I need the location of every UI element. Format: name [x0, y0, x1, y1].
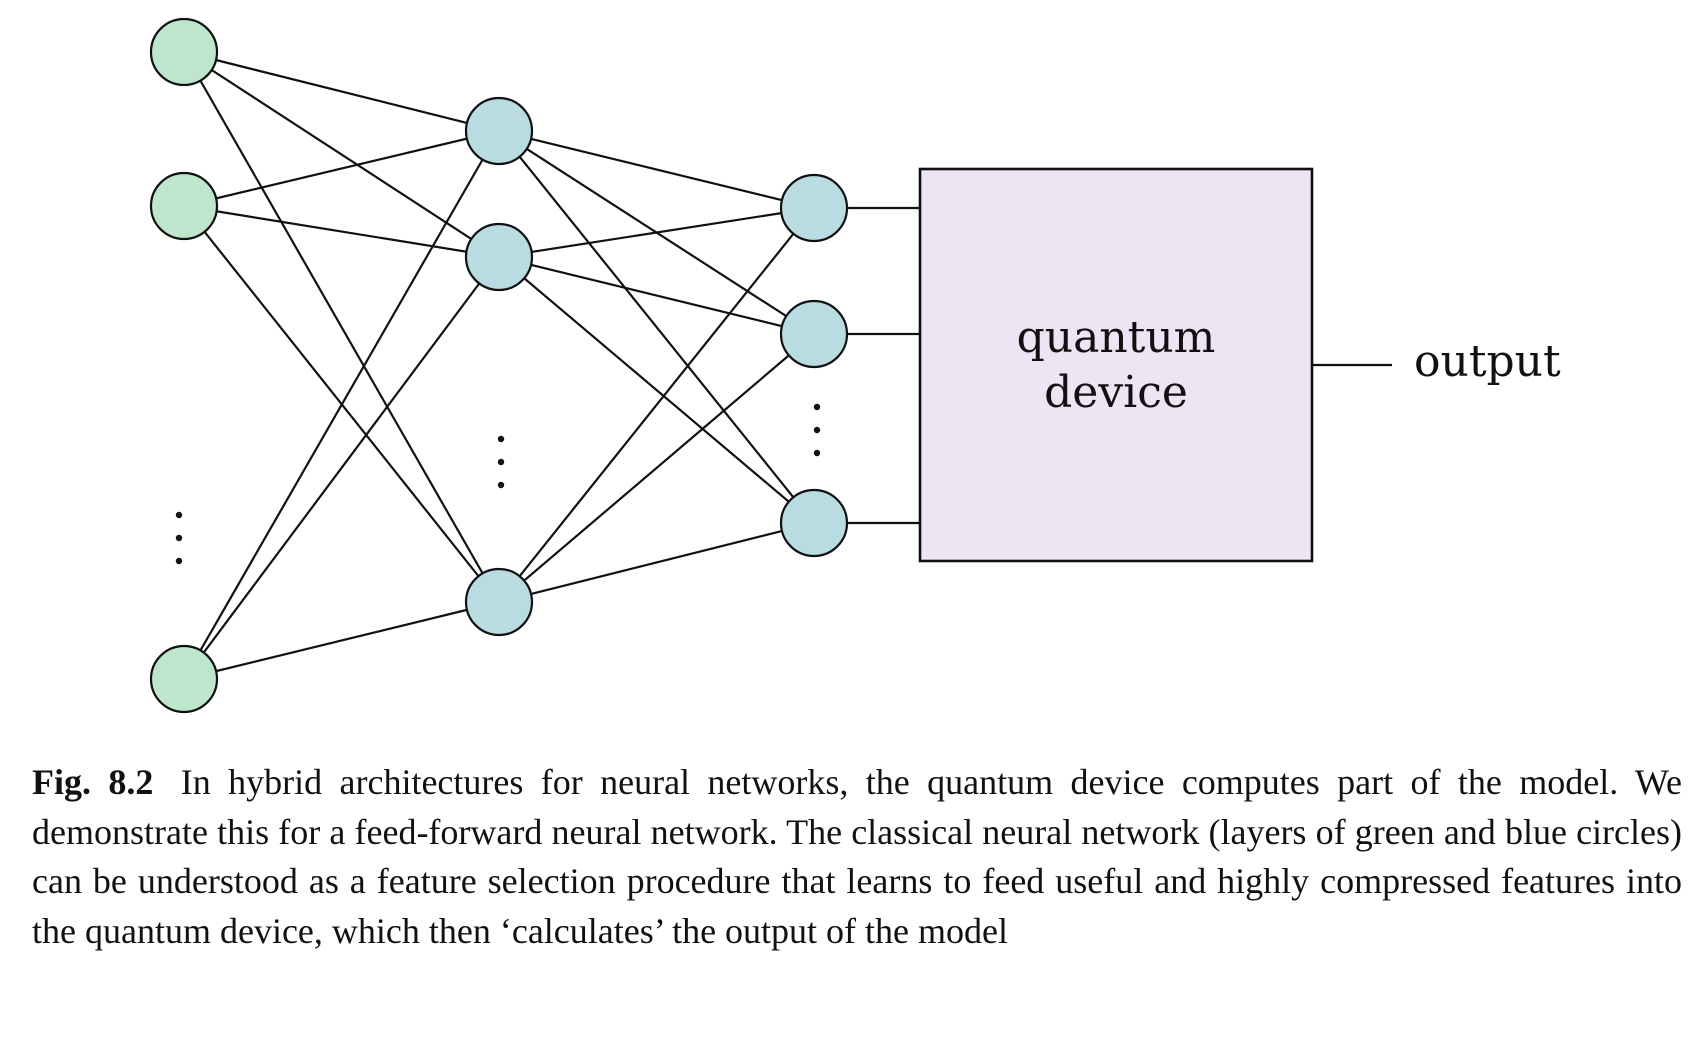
quantum-input-ellipsis-dot-2 — [813, 426, 821, 434]
output-label: output — [1414, 336, 1561, 387]
hidden-ellipsis-dot-1 — [497, 435, 505, 443]
input-ellipsis-dot-2 — [175, 534, 183, 542]
input-ellipsis-dot-1 — [175, 511, 183, 519]
hidden-ellipsis-dot-3 — [497, 481, 505, 489]
edge-l2-3-to-1 — [498, 207, 815, 603]
hidden-node-2 — [464, 222, 534, 292]
quantum-input-ellipsis-dot-1 — [813, 403, 821, 411]
neural-network-figure: quantum device output — [149, 17, 1561, 714]
hidden-node-1 — [464, 96, 534, 166]
hybrid-network-diagram: quantum device output — [149, 17, 1561, 714]
device-input-wires — [847, 206, 920, 525]
connection-lines — [183, 50, 815, 681]
edge-l1-1-to-2 — [183, 51, 500, 258]
quantum-input-ellipsis-dot-3 — [813, 449, 821, 457]
edge-l2-2-to-3 — [498, 256, 815, 524]
hidden-node-3 — [464, 567, 534, 637]
edge-l2-1-to-1 — [498, 129, 815, 210]
quantum-device-rect — [918, 167, 1314, 563]
edge-l1-3-to-2 — [183, 256, 500, 680]
input-node-2 — [149, 171, 219, 241]
edge-l1-1-to-1 — [183, 50, 500, 133]
edge-l1-3-to-3 — [183, 600, 500, 681]
edge-l1-1-to-3 — [183, 51, 500, 603]
edge-l1-3-to-1 — [183, 130, 500, 680]
input-node-1 — [149, 17, 219, 87]
ellipsis-dots — [175, 403, 821, 565]
edge-l2-1-to-3 — [498, 130, 815, 524]
edge-l1-2-to-1 — [183, 129, 500, 208]
caption-text: In hybrid architectures for neural netwo… — [32, 762, 1683, 951]
figure-caption: Fig. 8.2 In hybrid architectures for neu… — [32, 758, 1682, 956]
quantum-device-label-line1: quantum — [1017, 312, 1216, 363]
network-nodes — [149, 17, 849, 714]
input-node-3 — [149, 644, 219, 714]
quantum-device-label-line2: device — [1044, 367, 1188, 418]
edge-l1-2-to-2 — [183, 204, 500, 259]
quantum-device-box: quantum device — [918, 167, 1314, 563]
figure-number: Fig. 8.2 — [32, 762, 154, 802]
input-ellipsis-dot-3 — [175, 557, 183, 565]
quantum-input-node-3 — [779, 488, 849, 558]
hidden-ellipsis-dot-2 — [497, 458, 505, 466]
edge-l2-3-to-2 — [498, 333, 815, 603]
edge-l2-3-to-3 — [498, 521, 815, 604]
edge-l2-2-to-1 — [498, 206, 815, 259]
quantum-input-node-1 — [779, 173, 849, 243]
edge-l2-2-to-2 — [498, 255, 815, 336]
quantum-input-node-2 — [779, 299, 849, 369]
